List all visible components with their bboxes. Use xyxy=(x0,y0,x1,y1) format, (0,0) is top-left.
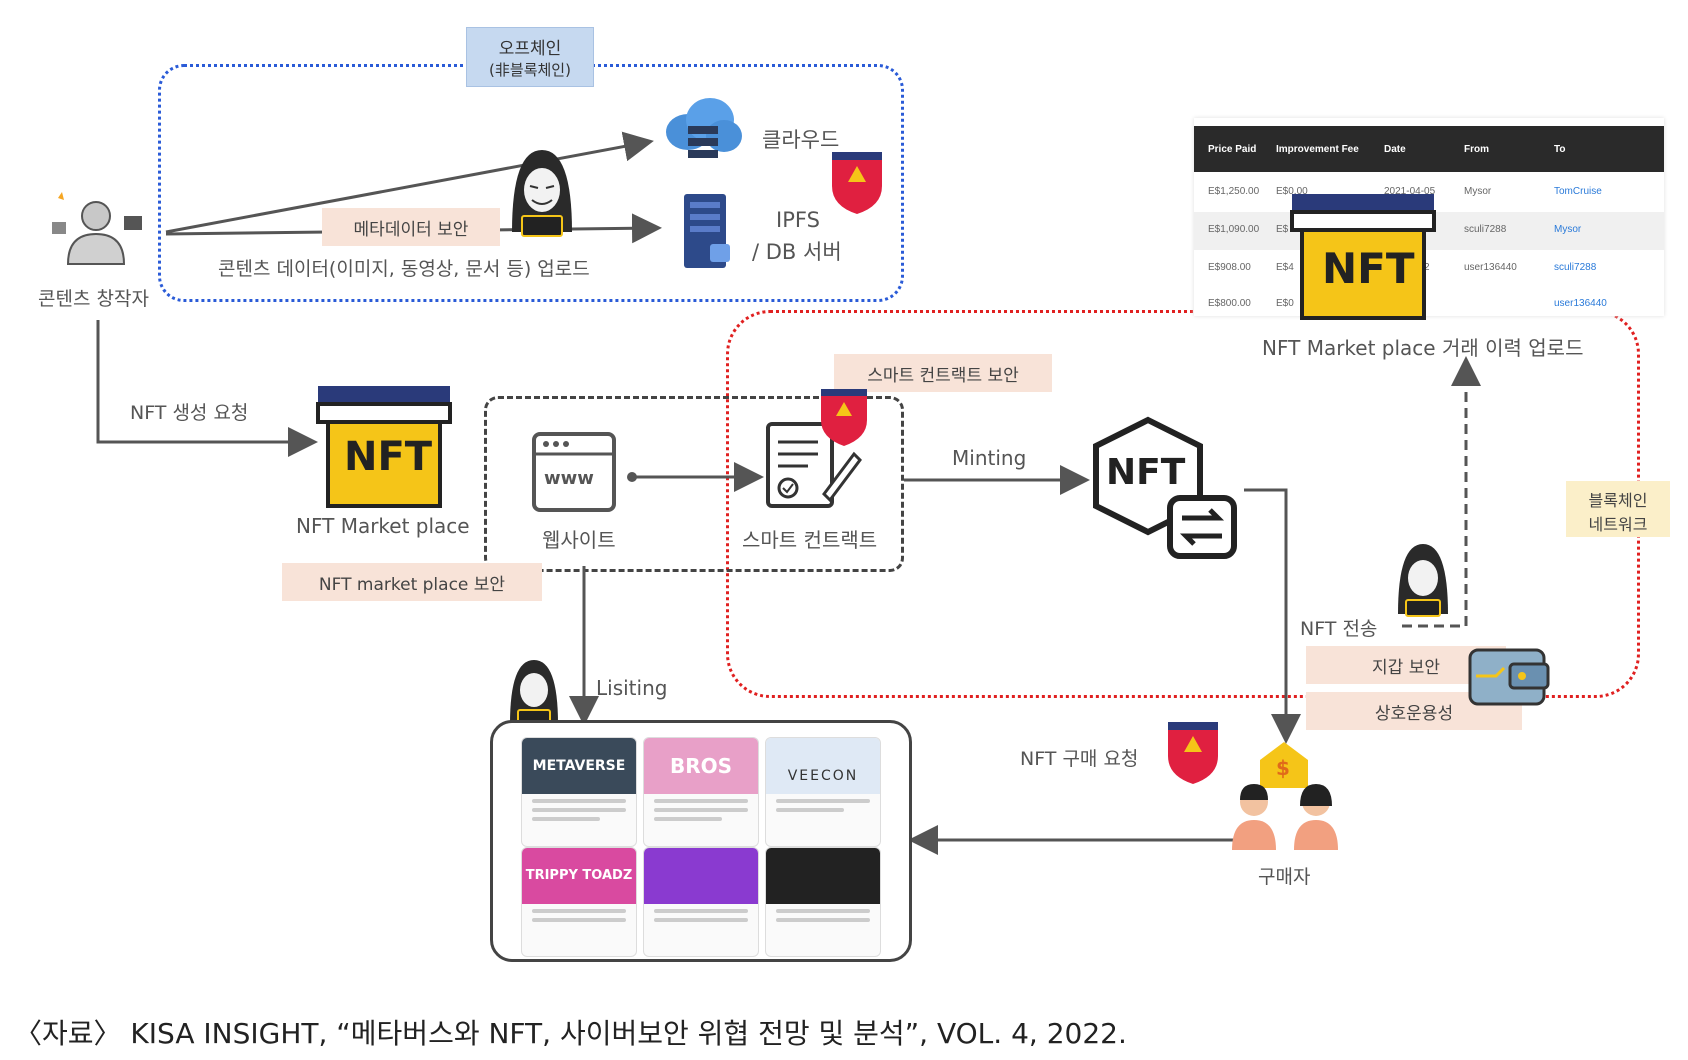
history-r2-price: E$908.00 xyxy=(1208,262,1251,273)
contract-shield-icon xyxy=(818,386,870,448)
history-r0-price: E$1,250.00 xyxy=(1208,186,1260,197)
gallery-card[interactable]: BROS xyxy=(643,737,759,847)
buyer-house-icon: $ xyxy=(1256,738,1312,790)
history-store-icon: NFT xyxy=(1288,190,1438,324)
gallery-card-banner: BROS xyxy=(644,738,758,794)
history-r3-price: E$800.00 xyxy=(1208,298,1251,309)
source-caption: 〈자료〉 KISA INSIGHT, “메타버스와 NFT, 사이버보안 위협 … xyxy=(14,1017,1127,1050)
nft-token-badge: NFT xyxy=(1106,452,1186,493)
marketplace-label: NFT Market place xyxy=(296,514,470,538)
nft-token-icon: NFT xyxy=(1090,414,1242,564)
smart-contract-label: 스마트 컨트랙트 xyxy=(742,528,878,552)
history-r2-fee: E$4 xyxy=(1276,262,1294,273)
blockchain-network-line2: 네트워크 xyxy=(1588,515,1648,534)
contract-icon xyxy=(764,420,864,512)
server-icon xyxy=(680,190,736,272)
gallery-card-banner: TRIPPY TOADZ xyxy=(522,848,636,904)
history-r0-from: Mysor xyxy=(1464,186,1492,197)
minting-label: Minting xyxy=(952,446,1027,470)
website-label: 웹사이트 xyxy=(542,528,616,552)
cloud-label: 클라우드 xyxy=(762,128,840,152)
arrow-history-upload xyxy=(1402,356,1481,628)
buyer-icon xyxy=(1226,782,1346,850)
marketplace-security-tag: NFT market place 보안 xyxy=(282,563,542,601)
history-r0-date: 2021-04-05 xyxy=(1384,186,1436,197)
history-r2-date: 2 xyxy=(1424,262,1430,273)
gallery-card-banner: METAVERSE xyxy=(522,738,636,794)
arrow-nft-to-buyer xyxy=(1244,488,1301,744)
history-r3-to[interactable]: user136440 xyxy=(1554,298,1607,309)
ipfs-line1: IPFS xyxy=(776,208,820,232)
history-r0-to[interactable]: TomCruise xyxy=(1554,186,1602,197)
offchain-label-line2: (非블록체인) xyxy=(489,61,571,79)
gallery-card-banner: VEECON xyxy=(766,738,880,794)
history-col-from: From xyxy=(1464,144,1489,155)
wallet-icon xyxy=(1466,640,1552,710)
history-col-date: Date xyxy=(1384,144,1406,155)
history-table-header xyxy=(1194,126,1664,172)
history-r1-price: E$1,090.00 xyxy=(1208,224,1260,235)
history-r0-fee: E$0.00 xyxy=(1276,186,1308,197)
nft-request-label: NFT 생성 요청 xyxy=(130,402,249,424)
history-col-fee: Improvement Fee xyxy=(1276,144,1359,155)
gallery-card[interactable]: VEECON xyxy=(765,737,881,847)
gallery-card-banner xyxy=(766,848,880,904)
history-r1-to[interactable]: Mysor xyxy=(1554,224,1582,235)
history-r1-fee: E$ xyxy=(1276,224,1289,235)
creator-label: 콘텐츠 창작자 xyxy=(38,288,149,310)
smart-contract-security-tag: 스마트 컨트랙트 보안 xyxy=(834,354,1052,392)
nft-transfer-label: NFT 전송 xyxy=(1300,618,1378,640)
buyer-label: 구매자 xyxy=(1258,866,1311,888)
content-upload-label: 콘텐츠 데이터(이미지, 동영상, 문서 등) 업로드 xyxy=(218,258,590,280)
security-shield-icon xyxy=(828,148,886,216)
blockchain-network-label: 블록체인 네트워크 xyxy=(1566,481,1670,537)
purchase-shield-icon xyxy=(1164,718,1222,786)
website-icon: www xyxy=(532,432,616,512)
history-upload-label: NFT Market place 거래 이력 업로드 xyxy=(1262,336,1584,360)
cloud-icon xyxy=(660,92,744,166)
history-r2-from: user136440 xyxy=(1464,262,1517,273)
offchain-label-line1: 오프체인 xyxy=(498,39,562,59)
history-table: Price Paid Improvement Fee Date From To … xyxy=(1194,118,1664,316)
gallery-card[interactable] xyxy=(765,847,881,957)
hacker-icon xyxy=(502,142,582,242)
ipfs-line2: / DB 서버 xyxy=(752,240,842,264)
metadata-security-tag: 메타데이터 보안 xyxy=(322,208,500,246)
history-r3-fee: E$0 xyxy=(1276,298,1294,309)
nft-purchase-label: NFT 구매 요청 xyxy=(1020,748,1139,770)
marketplace-badge: NFT xyxy=(344,434,433,480)
creator-icon xyxy=(46,192,146,266)
history-store-badge: NFT xyxy=(1322,244,1415,293)
arrow-to-cloud xyxy=(165,131,654,234)
listing-label: Lisiting xyxy=(596,676,668,700)
hacker-icon-transfer xyxy=(1390,538,1456,622)
platform-dashed-box xyxy=(484,396,904,572)
nft-gallery: METAVERSE BROS VEECON TRIPPY TOADZ xyxy=(490,720,912,962)
offchain-label: 오프체인 (非블록체인) xyxy=(466,27,594,87)
buyer-dollar: $ xyxy=(1276,756,1290,780)
gallery-card[interactable] xyxy=(643,847,759,957)
history-r2-to[interactable]: sculi7288 xyxy=(1554,262,1597,273)
history-col-price: Price Paid xyxy=(1208,144,1257,155)
history-col-to: To xyxy=(1554,144,1566,155)
marketplace-store-icon: NFT xyxy=(314,382,454,512)
gallery-card[interactable]: TRIPPY TOADZ xyxy=(521,847,637,957)
gallery-card[interactable]: METAVERSE xyxy=(521,737,637,847)
gallery-card-banner xyxy=(644,848,758,904)
blockchain-network-line1: 블록체인 xyxy=(1588,491,1648,510)
website-www: www xyxy=(544,468,594,489)
history-r1-from: sculi7288 xyxy=(1464,224,1507,235)
arrow-nft-request xyxy=(96,320,318,457)
